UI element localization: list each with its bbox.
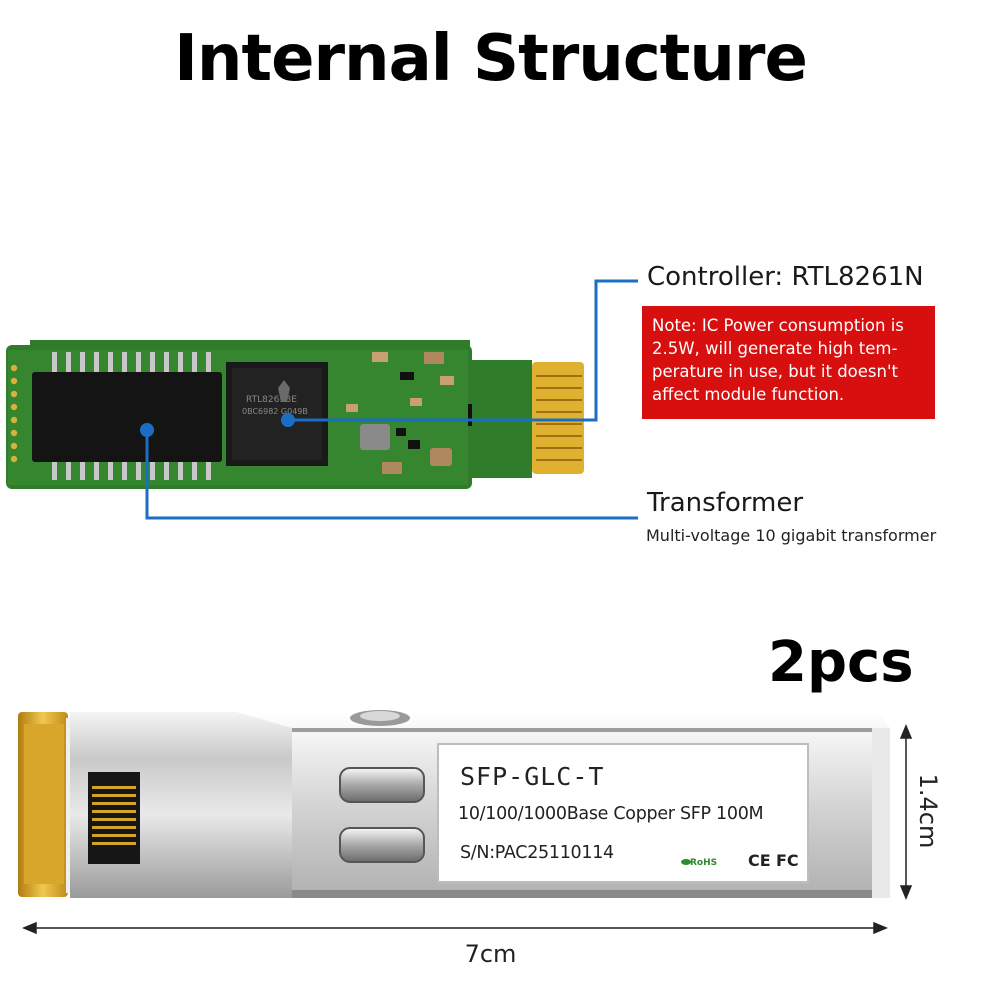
width-dimension: 7cm [464, 940, 517, 968]
transformer-callout-dot [140, 423, 154, 437]
power-note-line-3: perature in use, but it doesn't [652, 362, 898, 381]
transformer-label: Transformer [647, 488, 804, 518]
controller-chip: RTL8261BE 0BC6982 G049B [226, 362, 328, 466]
sfp-module [18, 710, 890, 898]
controller-callout-dot [281, 413, 295, 427]
rohs-mark: RoHS [690, 858, 718, 868]
module-serial: S/N:PAC25110114 [460, 843, 614, 863]
ce-mark: CE [748, 851, 771, 870]
power-note-line-4: affect module function. [652, 385, 845, 404]
power-note-line-2: 2.5W, will generate high tem- [652, 339, 898, 358]
fc-mark: FC [776, 851, 799, 870]
page-title: Internal Structure [174, 22, 808, 96]
transformer-callout-line [145, 430, 638, 520]
controller-callout-line [288, 279, 638, 422]
height-dimension: 1.4cm [914, 773, 942, 849]
module-description: 10/100/1000Base Copper SFP 100M [458, 804, 764, 824]
callout-lines [145, 279, 638, 520]
power-note-box: Note: IC Power consumption is 2.5W, will… [642, 306, 935, 419]
chip-marking-line1: RTL8261BE [246, 395, 297, 405]
quantity-label: 2pcs [768, 630, 914, 695]
transformer-sublabel: Multi-voltage 10 gigabit transformer [646, 526, 937, 545]
chip-marking-line2: 0BC6982 G049B [242, 407, 308, 416]
power-note-line-1: Note: IC Power consumption is [652, 316, 904, 335]
transformer-chip [32, 372, 222, 462]
controller-label: Controller: RTL8261N [647, 262, 924, 292]
module-model: SFP-GLC-T [460, 762, 605, 791]
dimension-arrows [22, 724, 913, 935]
pcb-board: RTL8261BE 0BC6982 G049B [6, 340, 584, 489]
